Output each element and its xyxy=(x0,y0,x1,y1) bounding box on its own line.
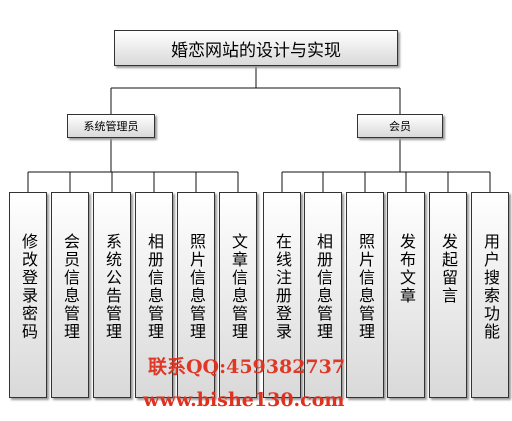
leaf-node-admin-4: 相册信息管理 xyxy=(135,192,173,398)
leaf-node-label: 发起留言 xyxy=(439,233,458,305)
leaf-node-member-6: 用户搜索功能 xyxy=(471,192,509,398)
group-node-label: 系统管理员 xyxy=(83,120,139,133)
leaf-node-label: 照片信息管理 xyxy=(187,233,206,341)
leaf-node-label: 相册信息管理 xyxy=(145,233,164,341)
leaf-node-admin-1: 修改登录密码 xyxy=(9,192,47,398)
root-node: 婚恋网站的设计与实现 xyxy=(114,30,398,66)
leaf-node-member-5: 发起留言 xyxy=(429,192,467,398)
leaf-node-label: 修改登录密码 xyxy=(19,233,38,341)
watermark-contact: 联系QQ:459382737 xyxy=(148,356,346,378)
leaf-node-member-1: 在线注册登录 xyxy=(263,192,301,398)
leaf-node-admin-2: 会员信息管理 xyxy=(51,192,89,398)
leaf-node-member-2: 相册信息管理 xyxy=(304,192,342,398)
leaf-node-label: 照片信息管理 xyxy=(356,233,375,341)
leaf-node-label: 发布文章 xyxy=(397,233,416,305)
leaf-node-member-3: 照片信息管理 xyxy=(346,192,384,398)
leaf-node-admin-3: 系统公告管理 xyxy=(93,192,131,398)
leaf-node-label: 文章信息管理 xyxy=(229,233,248,341)
leaf-node-label: 在线注册登录 xyxy=(273,233,292,341)
watermark-site: www.bishe130.com xyxy=(143,389,345,411)
leaf-node-label: 用户搜索功能 xyxy=(481,233,500,341)
group-node-label: 会员 xyxy=(389,120,411,133)
group-node-admin: 系统管理员 xyxy=(67,114,155,138)
group-node-member: 会员 xyxy=(357,114,443,138)
leaf-node-admin-5: 照片信息管理 xyxy=(177,192,215,398)
leaf-node-member-4: 发布文章 xyxy=(387,192,425,398)
leaf-node-label: 系统公告管理 xyxy=(103,233,122,341)
leaf-node-admin-6: 文章信息管理 xyxy=(219,192,257,398)
leaf-node-label: 相册信息管理 xyxy=(314,233,333,341)
root-node-label: 婚恋网站的设计与实现 xyxy=(171,40,341,61)
leaf-node-label: 会员信息管理 xyxy=(61,233,80,341)
